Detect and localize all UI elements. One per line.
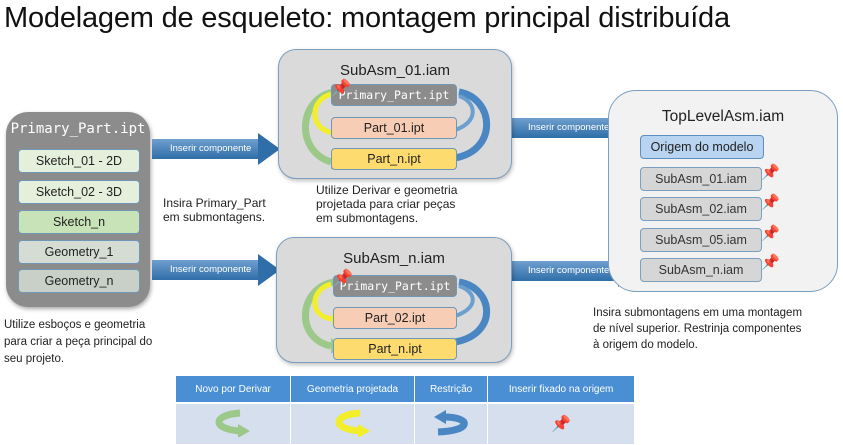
desc-line: à origem do modelo. (593, 339, 698, 351)
subassembly-item: Primary_Part.ipt (333, 275, 457, 297)
subassembly-01-box: SubAsm_01.iam Primary_Part.ipt Part_01.i… (278, 49, 512, 179)
primary-part-title: Primary_Part.ipt (10, 121, 146, 137)
primary-item: Sketch_n (18, 210, 140, 234)
item-label: SubAsm_n.iam (658, 263, 744, 277)
item-label: Part_02.ipt (364, 311, 426, 325)
arrow-label: Inserir componente (528, 265, 610, 276)
top-level-assembly-box: TopLevelAsm.iam Origem do modelo SubAsm_… (608, 90, 838, 292)
primary-item: Sketch_01 - 2D (18, 149, 140, 173)
desc-line: de nível superior. Restrinja componentes (593, 323, 802, 335)
subassembly-description: Utilize Derivar e geometria projetada pa… (316, 183, 457, 225)
constraint-arrow-icon (454, 88, 491, 162)
top-level-item: SubAsm_01.iam (640, 167, 762, 191)
projected-geometry-arrow-icon (312, 91, 335, 136)
model-origin: Origem do modelo (640, 135, 764, 159)
legend-cell (290, 402, 415, 444)
desc-line: Utilize esboços e geometria (4, 319, 146, 331)
primary-part-description: Utilize esboços e geometria para criar a… (4, 317, 152, 368)
subassembly-item: Part_01.ipt (331, 117, 457, 139)
desc-line: Utilize Derivar e geometria (316, 183, 458, 197)
legend-header: Inserir fixado na origem (487, 376, 635, 403)
item-label: Geometry_n (44, 274, 114, 288)
primary-part-box: Primary_Part.ipt Sketch_01 - 2D Sketch_0… (6, 112, 150, 307)
item-label: Part_n.ipt (367, 152, 421, 166)
top-level-description: Insira submontagens em uma montagem de n… (593, 305, 802, 353)
subassembly-item: Part_02.ipt (333, 307, 457, 329)
desc-line: seu projeto. (4, 353, 65, 365)
page-title: Modelagem de esqueleto: montagem princip… (4, 2, 730, 34)
top-level-item: SubAsm_02.iam (640, 197, 762, 221)
insert-component-arrow: Inserir componente (152, 133, 280, 165)
desc-line: em submontagens. (316, 211, 419, 225)
desc-line: para criar a peça principal do (4, 336, 153, 348)
primary-item: Geometry_n (18, 269, 140, 293)
primary-item: Sketch_02 - 3D (18, 180, 140, 204)
item-label: SubAsm_05.iam (655, 233, 747, 247)
subassembly-n-box: SubAsm_n.iam Primary_Part.ipt Part_02.ip… (276, 237, 512, 363)
arrow-label: Inserir componente (170, 143, 252, 154)
pushpin-icon: 📌 (761, 164, 780, 181)
item-label: Part_n.ipt (368, 342, 422, 356)
top-level-title: TopLevelAsm.iam (661, 108, 785, 125)
legend-cell (414, 402, 489, 444)
legend-header: Novo por Derivar (176, 376, 292, 403)
subassembly-item: Primary_Part.ipt (331, 84, 457, 106)
primary-item: Geometry_1 (18, 240, 140, 264)
item-label: Primary_Part.ipt (338, 88, 450, 102)
item-label: SubAsm_01.iam (655, 172, 747, 186)
arrow-label: Inserir componente (528, 122, 610, 133)
subassembly-title: SubAsm_n.iam (343, 250, 445, 267)
projected-geometry-arrow-icon (335, 409, 370, 438)
legend-cell: 📌 (487, 402, 635, 444)
item-label: Sketch_02 - 3D (35, 185, 123, 199)
insert-note: Insira Primary_Part em submontagens. (163, 196, 266, 224)
legend-table: Novo por Derivar Geometria projetada Res… (176, 376, 635, 444)
top-level-item: SubAsm_n.iam (640, 258, 762, 282)
pushpin-icon: 📌 (761, 254, 780, 271)
desc-line: projetada para criar peças (316, 197, 456, 211)
desc-line: Insira submontagens em uma montagem (593, 307, 803, 319)
top-level-item: SubAsm_05.iam (640, 228, 762, 252)
pushpin-icon: 📌 (761, 194, 780, 211)
pushpin-icon: 📌 (761, 225, 780, 242)
derive-arrow-icon (215, 409, 251, 438)
legend-header: Geometria projetada (290, 376, 415, 403)
desc-line: Insira Primary_Part (163, 196, 266, 210)
legend-cell (176, 402, 292, 444)
subassembly-title: SubAsm_01.iam (339, 62, 451, 79)
origin-label: Origem do modelo (650, 140, 754, 154)
item-label: Sketch_n (52, 215, 106, 229)
item-label: Primary_Part.ipt (339, 279, 451, 293)
subassembly-item: Part_n.ipt (333, 338, 457, 360)
item-label: SubAsm_02.iam (655, 202, 747, 216)
item-label: Geometry_1 (44, 245, 114, 259)
subassembly-item: Part_n.ipt (331, 148, 457, 170)
pushpin-icon: 📌 (331, 80, 351, 97)
legend-header: Restrição (414, 376, 489, 403)
item-label: Part_01.ipt (363, 121, 425, 135)
item-label: Sketch_01 - 2D (35, 154, 123, 168)
arrow-label: Inserir componente (170, 264, 252, 275)
pushpin-icon: 📌 (551, 416, 572, 433)
desc-line: em submontagens. (163, 210, 266, 224)
constraint-arrow-icon (434, 409, 468, 435)
insert-component-arrow: Inserir componente (152, 254, 280, 286)
pushpin-icon: 📌 (333, 270, 353, 287)
